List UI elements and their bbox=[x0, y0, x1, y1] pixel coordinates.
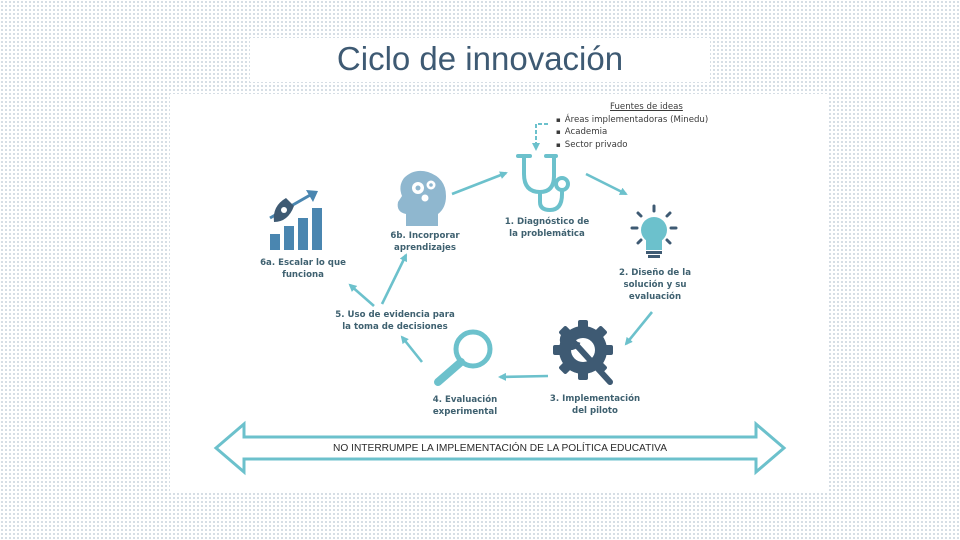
arrow-5-to-6a bbox=[348, 283, 375, 307]
arrow-4-to-5 bbox=[400, 335, 424, 363]
arrow-6b-to-1 bbox=[451, 171, 508, 196]
arrow-1-to-2 bbox=[585, 172, 628, 196]
source-item: Academia bbox=[565, 126, 756, 139]
page-title: Ciclo de innovación bbox=[250, 38, 710, 82]
step-5-label: 5. Uso de evidencia para la toma de deci… bbox=[335, 310, 455, 332]
sources-heading: Fuentes de ideas bbox=[610, 102, 683, 112]
step-6a-label: 6a. Escalar lo que funciona bbox=[260, 258, 346, 280]
arrow-2-to-3 bbox=[624, 311, 654, 346]
sources-list: Áreas implementadoras (Minedu) Academia … bbox=[556, 114, 756, 152]
source-item: Áreas implementadoras (Minedu) bbox=[565, 114, 756, 127]
idea-sources: Fuentes de ideas Áreas implementadoras (… bbox=[556, 101, 756, 151]
arrow-3-to-4 bbox=[498, 372, 549, 381]
stethoscope-icon bbox=[516, 154, 570, 213]
step-2-label: 2. Diseño de la solución y su evaluación bbox=[619, 268, 691, 302]
rocket-chart-icon bbox=[269, 190, 322, 250]
gear-wrench-icon bbox=[553, 320, 613, 385]
magnifier-icon bbox=[434, 329, 493, 386]
banner-double-arrow bbox=[213, 420, 787, 476]
step-6b-label: 6b. Incorporar aprendizajes bbox=[390, 231, 460, 253]
policy-banner-text: NO INTERRUMPE LA IMPLEMENTACIÓN DE LA PO… bbox=[333, 443, 667, 454]
source-item: Sector privado bbox=[565, 139, 756, 152]
head-gears-icon bbox=[397, 170, 446, 226]
step-1-label: 1. Diagnóstico de la problemática bbox=[504, 217, 590, 239]
step-4-label: 4. Evaluación experimental bbox=[432, 395, 498, 417]
cycle-diagram: Fuentes de ideas Áreas implementadoras (… bbox=[170, 94, 828, 492]
lightbulb-icon bbox=[630, 204, 678, 258]
arrow-5-to-6b bbox=[380, 253, 408, 305]
diagram-canvas bbox=[213, 123, 787, 476]
step-3-label: 3. Implementación del piloto bbox=[549, 394, 641, 416]
sources-bracket-arrow bbox=[532, 123, 548, 151]
